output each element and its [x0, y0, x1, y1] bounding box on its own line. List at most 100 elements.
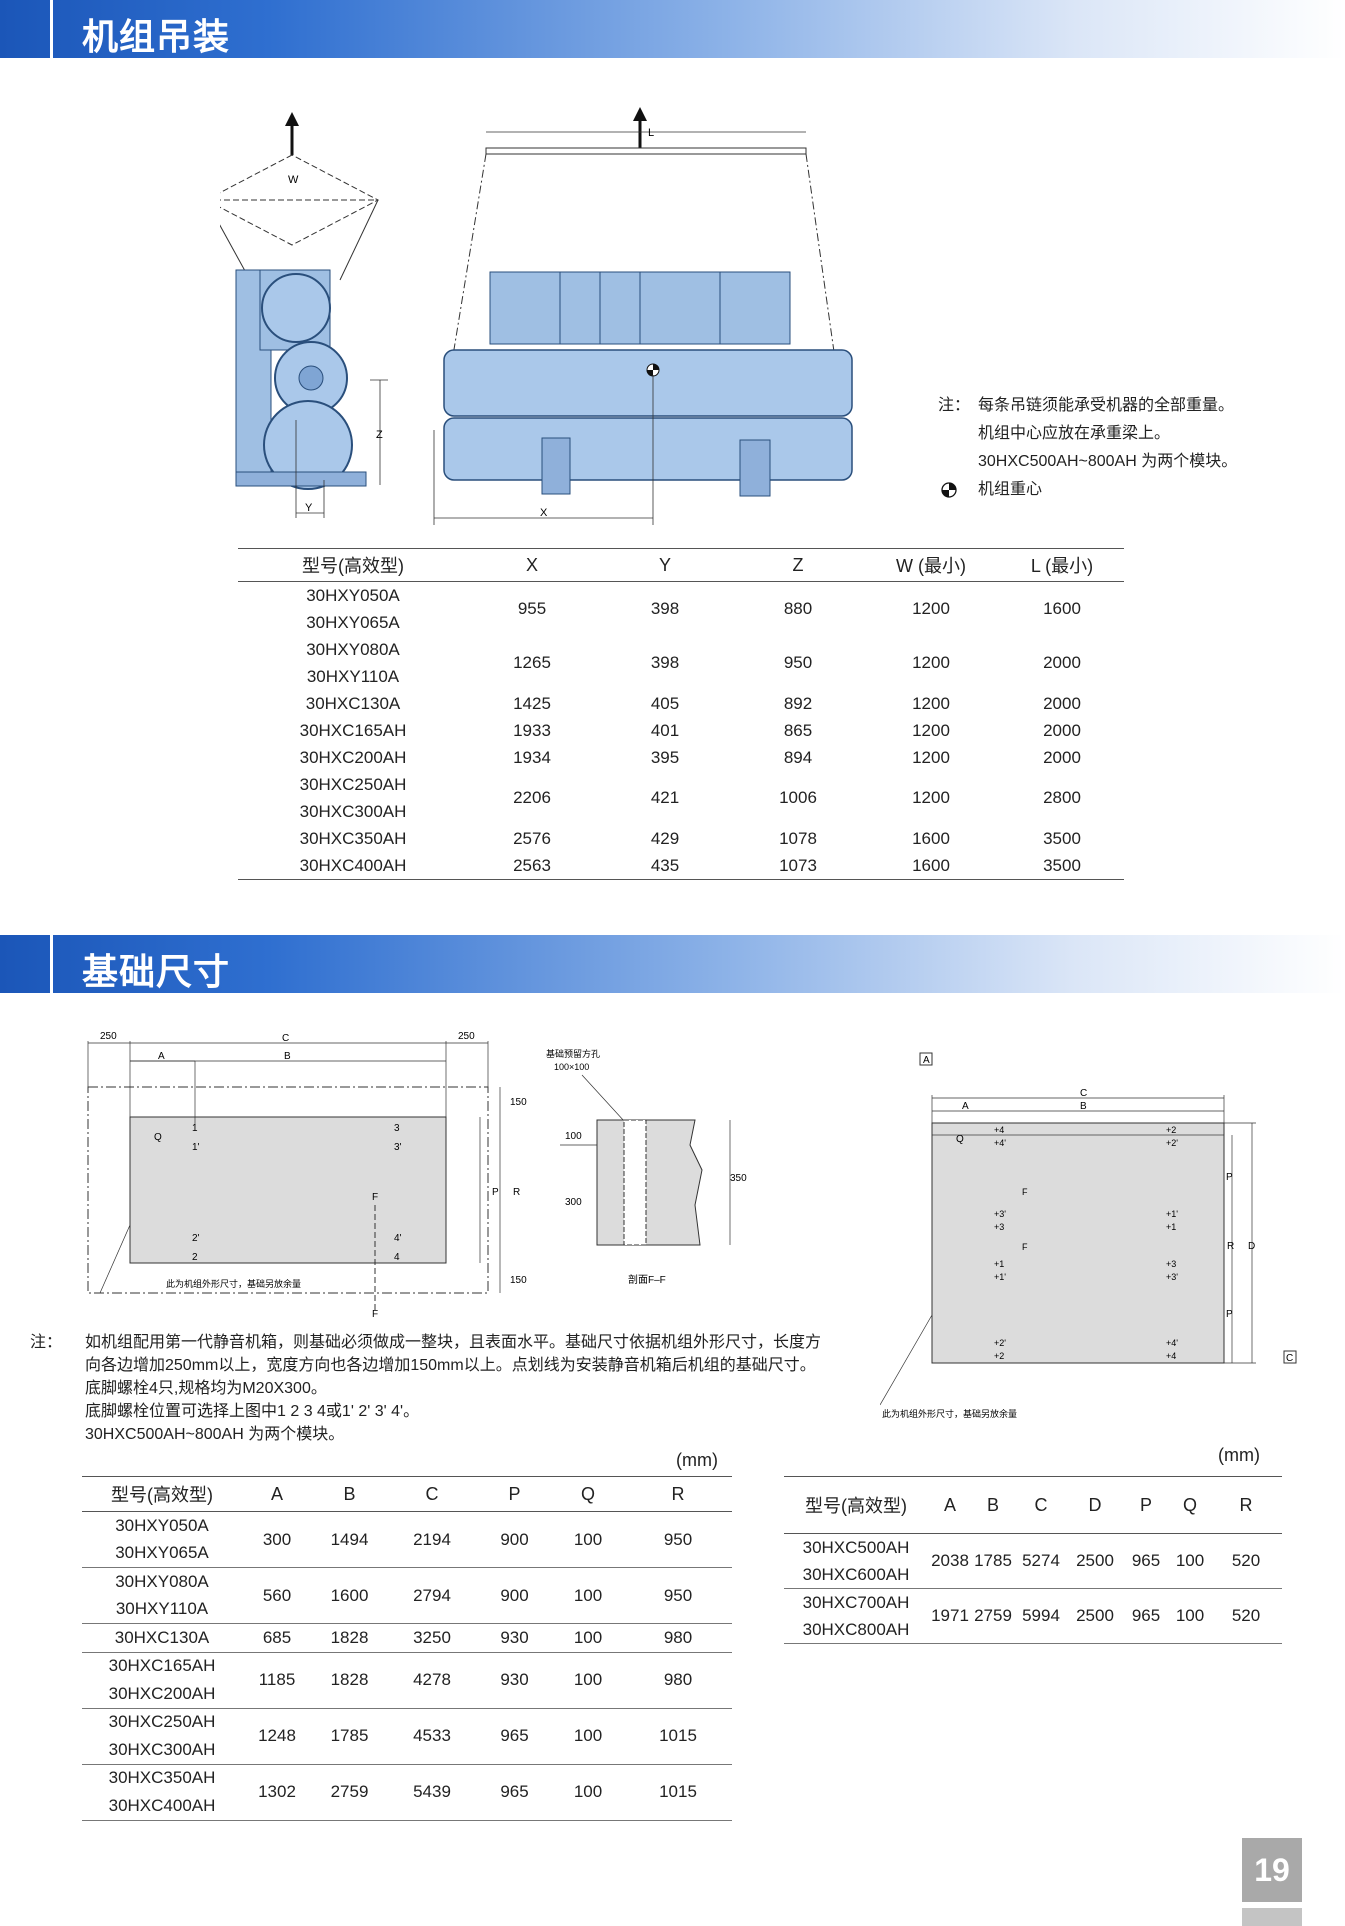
section-f-bottom: F [372, 1309, 378, 1320]
table-row: 30HXY080A 560 1600 2794 900 100 950 [115, 1571, 693, 1605]
page-number: 19 [1242, 1838, 1302, 1902]
center-of-gravity-label: 机组重心 [978, 481, 1043, 498]
center-of-gravity-icon [941, 482, 957, 498]
foundation-note-3: 底脚螺栓4只,规格均为M20X300。 [85, 1380, 327, 1397]
bolt-point: +4' [1166, 1338, 1178, 1348]
table-row: 30HXY080A 1265 398 950 1200 2000 [306, 639, 1081, 673]
foundation-table-unit: (mm) [676, 1450, 718, 1470]
hole-title: 基础预留方孔 [546, 1048, 600, 1059]
col-y: Y [658, 554, 671, 575]
col-x: X [525, 554, 538, 575]
dim-d: D [1248, 1241, 1255, 1252]
bolt-point: +4 [994, 1125, 1004, 1135]
section-title-foundation: 基础尺寸 [82, 952, 231, 993]
bolt-point: 4' [394, 1233, 402, 1244]
dim-150-top: 150 [510, 1097, 527, 1108]
dim-150-bottom: 150 [510, 1275, 527, 1286]
bolt-point: +1' [1166, 1209, 1178, 1219]
module-table-unit: (mm) [1218, 1445, 1260, 1465]
dim-p: P [492, 1187, 499, 1198]
lifting-note-2: 机组中心应放在承重梁上。 [978, 425, 1171, 442]
dim-350: 350 [730, 1173, 747, 1184]
bolt-point: 1 [192, 1123, 198, 1134]
foundation-note-1: 如机组配用第一代静音机箱，则基础必须做成一整块，且表面水平。基础尺寸依据机组外形… [85, 1334, 822, 1351]
table-row: 30HXY050A 955 398 880 1200 1600 [306, 585, 1081, 619]
section-caption: 剖面F–F [628, 1273, 666, 1286]
table-row: 30HXC400AH 2563 435 1073 1600 3500 [299, 855, 1081, 875]
bolt-point: +3' [1166, 1272, 1178, 1282]
dim-label-l: L [648, 127, 654, 139]
module-table-header: 型号(高效型) A B C D P Q R [784, 1476, 1282, 1534]
foundation-note-5: 30HXC500AH~800AH 为两个模块。 [85, 1426, 345, 1443]
foundation-note-label: 注： [30, 1334, 63, 1351]
dim-250-left: 250 [100, 1031, 117, 1042]
table-row: 30HXC350AH 2576 429 1078 1600 3500 [299, 828, 1081, 848]
section-banner-foundation: 基础尺寸 [0, 935, 1345, 993]
table-row: 30HXC165AH 1185 1828 4278 930 100 980 [108, 1656, 693, 1689]
dim-p-top: P [1226, 1172, 1233, 1183]
bolt-point: +2' [994, 1338, 1006, 1348]
lifting-table: 型号(高效型) X Y Z W (最小) L (最小) 30HXY050A 95… [238, 548, 1124, 880]
bolt-point: 2' [192, 1233, 200, 1244]
dim-c: C [282, 1033, 289, 1044]
table-row: 30HXC250AH 2206 421 1006 1200 2800 [299, 774, 1081, 808]
module-caption: 此为机组外形尺寸，基础另放余量 [882, 1408, 1017, 1419]
dim-q: Q [154, 1132, 162, 1143]
dim-label-z: Z [376, 429, 383, 441]
table-row: 30HXC130A 685 1828 3250 930 100 980 [82, 1624, 732, 1652]
lifting-note-3: 30HXC500AH~800AH 为两个模块。 [978, 453, 1238, 470]
dim-b: B [1080, 1101, 1087, 1112]
col-model: 型号(高效型) [302, 556, 404, 576]
bolt-point: +2' [1166, 1138, 1178, 1148]
table-row: 30HXC250AH 1248 1785 4533 965 100 1015 [108, 1712, 697, 1745]
box-label-a: A [923, 1055, 930, 1066]
table-row: 30HXC350AH 1302 2759 5439 965 100 1015 [108, 1768, 697, 1801]
lifting-diagram: W Z Y L X [220, 107, 853, 525]
col-l: L (最小) [1030, 556, 1094, 576]
bolt-point: +1 [1166, 1222, 1176, 1232]
bolt-point: +3 [1166, 1259, 1176, 1269]
bolt-point: 1' [192, 1142, 200, 1153]
box-label-c: C [1286, 1353, 1293, 1364]
bolt-point: +2 [1166, 1125, 1176, 1135]
bolt-point: +4' [994, 1138, 1006, 1148]
bolt-point: 4 [394, 1252, 400, 1263]
table-row: 30HXC165AH 1933 401 865 1200 2000 [299, 720, 1081, 740]
dim-b: B [284, 1051, 291, 1062]
foundation-table-header: 型号(高效型) A B C P Q R [82, 1476, 732, 1512]
table-row: 30HXY110A [306, 666, 400, 686]
dim-100: 100 [565, 1131, 582, 1142]
foundation-plan-diagram: 250 250 C B A 150 150 P R Q 1 1' 3 3' 2'… [87, 1031, 527, 1320]
dim-300: 300 [565, 1197, 582, 1208]
dim-r: R [1227, 1241, 1234, 1252]
dim-c: C [1080, 1088, 1087, 1099]
module-foundation-diagram: A C B A Q +4 +4' +2 +2' F +3' +3 +1' +1 … [880, 1052, 1297, 1419]
lifting-note-label: 注： [938, 397, 971, 414]
section-f-top: F [372, 1192, 378, 1203]
bolt-point: +3' [994, 1209, 1006, 1219]
dim-a: A [962, 1101, 969, 1112]
lifting-table-header: 型号(高效型) X Y Z W (最小) L (最小) [238, 548, 1124, 582]
bolt-point: 3' [394, 1142, 402, 1153]
section-title-lifting: 机组吊装 [82, 17, 231, 58]
bolt-point: 2 [192, 1252, 198, 1263]
bolt-point: 3 [394, 1123, 400, 1134]
dim-q: Q [956, 1134, 964, 1145]
col-w: W (最小) [896, 556, 966, 576]
section-banner-lifting: 机组吊装 [0, 0, 1345, 58]
hole-size: 100×100 [554, 1062, 589, 1072]
table-row: 30HXY050A 300 1494 2194 900 100 950 [115, 1515, 693, 1549]
page-tab-decoration [1242, 1908, 1302, 1926]
section-f-bottom: F [1022, 1242, 1028, 1252]
table-row: 30HXC130A 1425 405 892 1200 2000 [305, 693, 1081, 713]
dim-a: A [158, 1051, 165, 1062]
table-row: 30HXC200AH 1934 395 894 1200 2000 [299, 747, 1081, 767]
lifting-note-1: 每条吊链须能承受机器的全部重量。 [978, 397, 1235, 414]
foundation-note-4: 底脚螺栓位置可选择上图中1 2 3 4或1' 2' 3' 4'。 [85, 1403, 420, 1420]
dim-r: R [513, 1187, 520, 1198]
dim-label-x: X [540, 507, 548, 519]
dim-label-y: Y [305, 502, 313, 514]
bolt-point: +2 [994, 1351, 1004, 1361]
table-row: 30HXC700AH 1971 2759 5994 2500 965 100 5… [802, 1592, 1261, 1626]
bolt-point: +3 [994, 1222, 1004, 1232]
